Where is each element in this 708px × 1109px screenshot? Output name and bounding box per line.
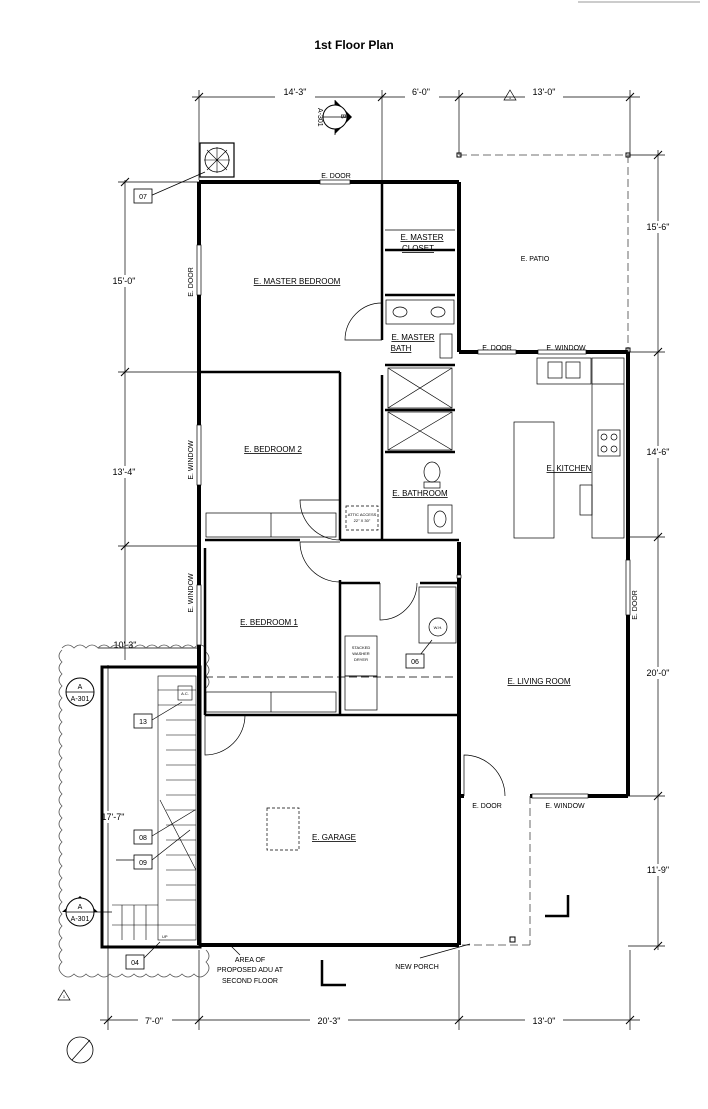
washer-label-3: DRYER: [354, 657, 368, 662]
label-door-front: E. DOOR: [472, 803, 502, 810]
adu-label-3: SECOND FLOOR: [222, 978, 278, 985]
washer-label-2: WASHER: [352, 651, 370, 656]
attic-label-1: ATTIC ACCESS: [348, 512, 377, 517]
attic-label-2: 22" X 30": [354, 518, 371, 523]
dim-right-4: 11'-9": [647, 865, 669, 875]
room-patio: E. PATIO: [521, 256, 550, 263]
svg-text:1: 1: [63, 994, 66, 999]
dim-right-2: 14'-6": [647, 447, 670, 457]
room-master-closet-1: E. MASTER: [400, 233, 443, 242]
label-door-top: E. DOOR: [321, 173, 351, 180]
dim-bottom-3: 13'-0": [533, 1016, 556, 1026]
ac-label: A.C.: [181, 691, 189, 696]
dim-bottom-1: 7'-0": [145, 1016, 163, 1026]
interior-walls: [203, 182, 459, 717]
label-window-front: E. WINDOW: [545, 803, 585, 810]
fixtures: [205, 229, 625, 851]
tag-08: 08: [139, 835, 147, 842]
walls: [197, 180, 630, 947]
section-marker-a-top: [65, 677, 95, 707]
stair-up-label: UP: [162, 934, 168, 939]
label-window-kitchen: E. WINDOW: [546, 345, 586, 352]
room-bathroom: E. BATHROOM: [392, 489, 448, 498]
tag-09: 09: [139, 860, 147, 867]
dimension-ticks: [103, 92, 663, 1025]
dim-left-2: 13'-4": [113, 467, 136, 477]
section-marker-a-bottom: [62, 896, 112, 927]
room-master-bath-2: BATH: [391, 344, 412, 353]
label-window-bed1: E. WINDOW: [188, 573, 195, 613]
svg-text:1: 1: [509, 95, 512, 100]
tag-07: 07: [139, 194, 147, 201]
dim-left-4: 17'-7": [102, 812, 125, 822]
corner-marks: [320, 895, 570, 987]
porch-label: NEW PORCH: [395, 964, 439, 971]
dimension-lines: [98, 90, 665, 1030]
room-master-bedroom: E. MASTER BEDROOM: [254, 277, 341, 286]
section-a2-sheet: A-301: [71, 916, 90, 923]
room-master-closet-2: CLOSET: [402, 244, 434, 253]
label-door-left: E. DOOR: [188, 267, 195, 297]
room-kitchen: E. KITCHEN: [547, 464, 592, 473]
drawing-title: 1st Floor Plan: [314, 38, 394, 52]
adu-label-2: PROPOSED ADU AT: [217, 967, 284, 974]
room-master-bath-1: E. MASTER: [391, 333, 434, 342]
tag-13: 13: [139, 719, 147, 726]
staircase: [112, 689, 197, 940]
door-swings: [204, 302, 506, 797]
dim-left-3: 10'-3": [114, 640, 137, 650]
wh-label: W.H.: [434, 625, 443, 630]
room-bedroom-2: E. BEDROOM 2: [244, 445, 302, 454]
section-marker-b: [322, 100, 352, 135]
room-garage: E. GARAGE: [312, 833, 356, 842]
dim-top-2: 6'-0": [412, 87, 430, 97]
section-a2-letter: A: [78, 904, 83, 911]
dim-right-3: 20'-0": [647, 668, 670, 678]
revision-triangle-icon: [57, 989, 71, 1001]
room-bedroom-1: E. BEDROOM 1: [240, 618, 298, 627]
dim-top-1: 14'-3": [284, 87, 307, 97]
dim-left-1: 15'-0": [113, 276, 136, 286]
revision-cloud: [58, 644, 210, 978]
section-a-letter: A: [78, 684, 83, 691]
revision-triangle-icon: [503, 89, 517, 101]
adu-label-1: AREA OF: [235, 957, 265, 964]
label-door-right: E. DOOR: [632, 590, 639, 620]
section-b-letter: B: [339, 114, 346, 119]
exhaust-fan-icon: [199, 142, 235, 178]
patio-outline: [459, 154, 629, 352]
tag-04: 04: [131, 960, 139, 967]
label-door-patio: E. DOOR: [482, 345, 512, 352]
tag-06: 06: [411, 659, 419, 666]
dim-bottom-2: 20'-3": [318, 1016, 341, 1026]
windows: [196, 179, 631, 799]
dim-right-1: 15'-6": [647, 222, 670, 232]
north-arrow-icon: [66, 1036, 94, 1064]
label-window-bed2: E. WINDOW: [188, 440, 195, 480]
room-living: E. LIVING ROOM: [507, 677, 570, 686]
dim-top-3: 13'-0": [533, 87, 556, 97]
porch-outline: [462, 796, 531, 946]
section-b-sheet: A-301: [316, 108, 323, 127]
section-a-sheet: A-301: [71, 696, 90, 703]
washer-label-1: STACKED: [352, 645, 371, 650]
